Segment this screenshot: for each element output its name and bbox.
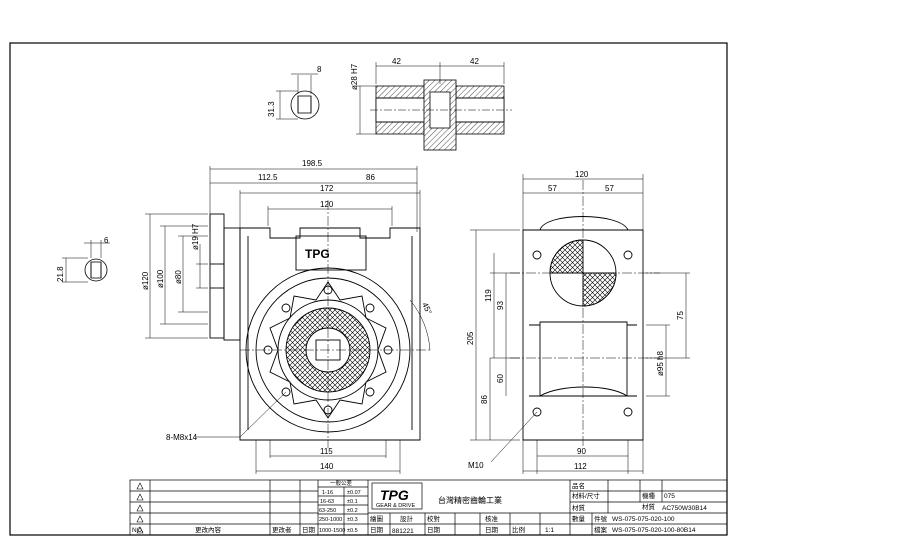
tolerance-title: 一般公差 [330, 479, 353, 487]
label-drafter: 繪圖 [370, 514, 383, 523]
side-width-120-dim: 120 [575, 170, 589, 179]
value-model: 075 [664, 493, 675, 500]
front-width-172-dim: 172 [320, 184, 334, 193]
side-height-93-dim: 93 [496, 301, 505, 310]
label-date: 日期 [370, 526, 384, 534]
value-draw-no: WS-075-075-020-100 [612, 516, 675, 523]
label-qty: 數量 [572, 514, 586, 523]
label-date-3: 日期 [485, 526, 499, 534]
front-right-part-dim: 86 [366, 173, 375, 182]
side-height-86-dim: 86 [480, 395, 489, 404]
svg-text:TPG: TPG [305, 247, 330, 261]
top-shaft-bore: ø28 H7 [350, 63, 359, 90]
front-overall-dim: 198.5 [302, 159, 323, 168]
label-design: 設計 [400, 514, 414, 523]
tol-range-4: 1000-1500 [319, 528, 345, 534]
left-key-width-label: 6 [104, 236, 109, 245]
left-key-section [62, 240, 110, 283]
revision-triangles [136, 482, 144, 534]
side-height-205-dim: 205 [466, 331, 475, 345]
tol-val-0: ±0.07 [347, 490, 361, 496]
top-key-width-label: 8 [317, 65, 322, 74]
side-height-75-dim: 75 [676, 311, 685, 320]
company-sub: GEAR & DRIVE [376, 503, 415, 509]
rev-header-no: NO. [132, 527, 144, 534]
label-approve: 核准 [485, 514, 499, 523]
tol-val-2: ±0.2 [347, 508, 358, 514]
label-material: 材料/尺寸 [572, 491, 600, 500]
tol-val-1: ±0.1 [347, 499, 358, 505]
label-scale: 比例 [512, 525, 525, 534]
front-bottom-140-dim: 140 [320, 462, 334, 471]
top-shaft-section [356, 62, 512, 151]
front-width-120-dim: 120 [320, 200, 334, 209]
rev-header-content: 更改內容 [195, 525, 222, 534]
front-angle-dim: 45° [420, 301, 433, 316]
front-bottom-115-dim: 115 [320, 447, 333, 456]
label-date-2: 日期 [427, 526, 441, 534]
title-block [129, 479, 728, 536]
front-view: TPG [145, 166, 431, 474]
top-shaft-len-left: 42 [392, 57, 401, 66]
label-file-no: 檔案 [594, 525, 608, 534]
tol-range-1: 16-63 [320, 499, 334, 505]
rev-header-approver: 更改者 [272, 525, 292, 534]
label-check: 校對 [427, 514, 441, 523]
top-key-height-label: 31.3 [267, 101, 276, 117]
tol-range-3: 250-1000 [319, 517, 342, 523]
tol-range-0: 1-16 [322, 490, 333, 496]
tol-val-4: ±0.5 [347, 528, 358, 534]
side-mount-label: M10 [468, 461, 484, 470]
side-half-right-dim: 57 [605, 184, 614, 193]
label-type: 材質 [572, 503, 586, 512]
company-name: 台灣精密齒輪工業 [438, 495, 502, 505]
rev-header-date: 日期 [302, 526, 316, 534]
value-part-name: AC750W30B14 [662, 505, 707, 512]
front-dia-100-dim: ø100 [156, 269, 165, 288]
value-scale: 1:1 [545, 527, 554, 534]
side-shaft-dim: ø95 h8 [656, 351, 665, 376]
label-part-name: 品名 [572, 481, 585, 490]
value-date: 881221 [392, 528, 414, 535]
sheet-border [9, 42, 728, 536]
side-half-left-dim: 57 [548, 184, 557, 193]
label-draw-no: 件號 [594, 514, 608, 523]
top-shaft-len-right: 42 [470, 57, 479, 66]
value-file-no: WS-075-075-020-100-80B14 [612, 527, 696, 534]
side-bottom-90-dim: 90 [577, 447, 586, 456]
front-left-part-dim: 112.5 [258, 173, 278, 182]
side-height-60-dim: 60 [496, 374, 505, 383]
side-bottom-112-dim: 112 [574, 462, 587, 471]
front-dia-80-dim: ø80 [174, 270, 183, 284]
tol-range-2: 63-250 [319, 508, 336, 514]
front-holes-label: 8-M8x14 [166, 433, 198, 442]
tol-val-3: ±0.3 [347, 517, 358, 523]
front-dia-120-dim: ø120 [141, 271, 150, 290]
side-view [470, 174, 690, 474]
front-bore-19-dim: ø19 H7 [191, 223, 200, 250]
side-height-119-dim: 119 [484, 289, 493, 302]
top-key-section [276, 73, 320, 120]
company-logo: TPG [380, 487, 409, 503]
label-drawing-no: 機種 [642, 491, 656, 500]
left-key-height-label: 21.8 [56, 266, 65, 282]
label-type-2: 材質 [642, 502, 656, 511]
